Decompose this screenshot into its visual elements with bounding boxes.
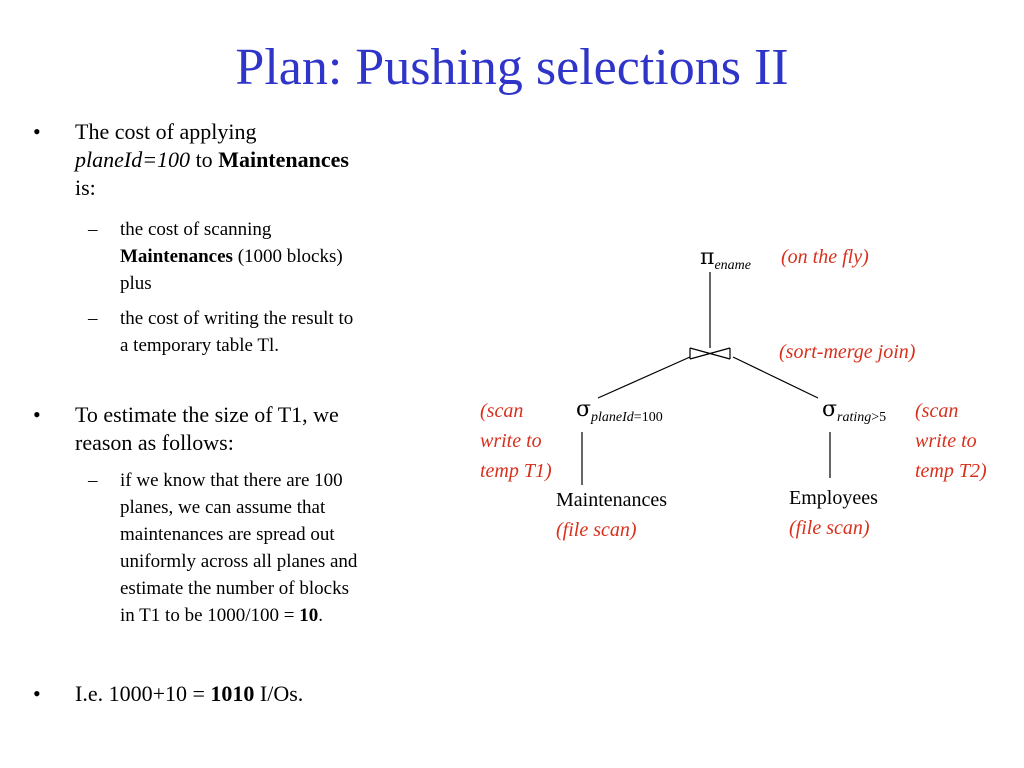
ios-text: I/Os. (254, 681, 304, 706)
relation-name: Maintenances (120, 246, 233, 267)
right-relation: Employees (789, 487, 878, 509)
note-line: write to (480, 430, 542, 452)
relation-name: Maintenances (218, 147, 349, 172)
sub-bullet-line: plus (120, 273, 152, 294)
note-line: temp T1) (480, 460, 552, 482)
dash-marker: – (88, 308, 98, 329)
bullet-marker: • (33, 402, 41, 427)
sub-bullet-line: the cost of scanning (120, 219, 272, 240)
edge-join-right (732, 356, 819, 399)
slide-title: Plan: Pushing selections II (235, 39, 789, 96)
bullet-1-line-3: is: (75, 175, 96, 200)
projection-note: (on the fly) (781, 246, 869, 268)
left-selection-attr: planeId (591, 410, 634, 425)
blocks-text: (1000 blocks) (232, 246, 343, 267)
note-line: write to (915, 430, 977, 452)
dash-marker: – (88, 470, 98, 491)
left-selection-cond: =100 (633, 410, 663, 425)
join-icon (689, 347, 731, 360)
pi-symbol: π (700, 245, 715, 270)
sum-text: I.e. 1000+10 = (75, 681, 211, 706)
note-line: (scan (480, 400, 524, 422)
dash-marker: – (88, 219, 98, 240)
left-relation-note: (file scan) (556, 519, 637, 541)
sub-bullet-line: the cost of writing the result to (120, 308, 354, 329)
projection-node: πename (700, 245, 752, 274)
calc-text: in T1 to be 1000/100 = (120, 605, 300, 626)
sub-bullet-line: uniformly across all planes and (120, 551, 358, 572)
right-selection-attr: rating (837, 410, 872, 425)
sigma-symbol: σ (822, 397, 838, 422)
sigma-symbol: σ (576, 397, 592, 422)
sub-bullet-line: maintenances are spread out (120, 524, 335, 545)
sub-bullet-line: in T1 to be 1000/100 = 10. (120, 602, 455, 629)
left-selection-node: σplaneId=100 (576, 397, 663, 426)
projection-attr: ename (714, 258, 752, 273)
right-relation-note: (file scan) (789, 517, 870, 539)
bullet-1-line-1: The cost of applying (75, 119, 257, 144)
to-text: to (190, 147, 219, 172)
sum-result: 1010 (210, 681, 255, 706)
left-relation: Maintenances (556, 489, 668, 511)
left-selection-note: (scan write to temp T1) (480, 396, 552, 486)
sub-bullet-line: if we know that there are 100 (120, 470, 343, 491)
bullet-3-line-1: I.e. 1000+10 = 1010 I/Os. (75, 680, 445, 708)
note-line: temp T2) (915, 460, 987, 482)
sub-bullet-line: planes, we can assume that (120, 497, 326, 518)
bullet-2-line-1: To estimate the size of T1, we (75, 402, 339, 427)
right-selection-note: (scan write to temp T2) (915, 396, 987, 486)
bullet-marker: • (33, 119, 41, 144)
bullet-marker: • (33, 681, 41, 706)
sub-bullet-line: a temporary table Tl. (120, 335, 279, 356)
join-note: (sort-merge join) (779, 341, 916, 363)
right-selection-cond: >5 (871, 410, 887, 425)
right-selection-node: σrating>5 (822, 397, 887, 426)
condition-text: planeId=100 (75, 147, 191, 172)
calc-result: 10 (299, 605, 319, 626)
bullet-1-line-2: planeId=100 to Maintenances (75, 146, 445, 174)
period: . (318, 605, 323, 626)
edge-join-left (597, 356, 691, 399)
sub-bullet-line: Maintenances (1000 blocks) (120, 243, 455, 270)
sub-bullet-line: estimate the number of blocks (120, 578, 349, 599)
note-line: (scan (915, 400, 959, 422)
bullet-2-line-2: reason as follows: (75, 430, 234, 455)
